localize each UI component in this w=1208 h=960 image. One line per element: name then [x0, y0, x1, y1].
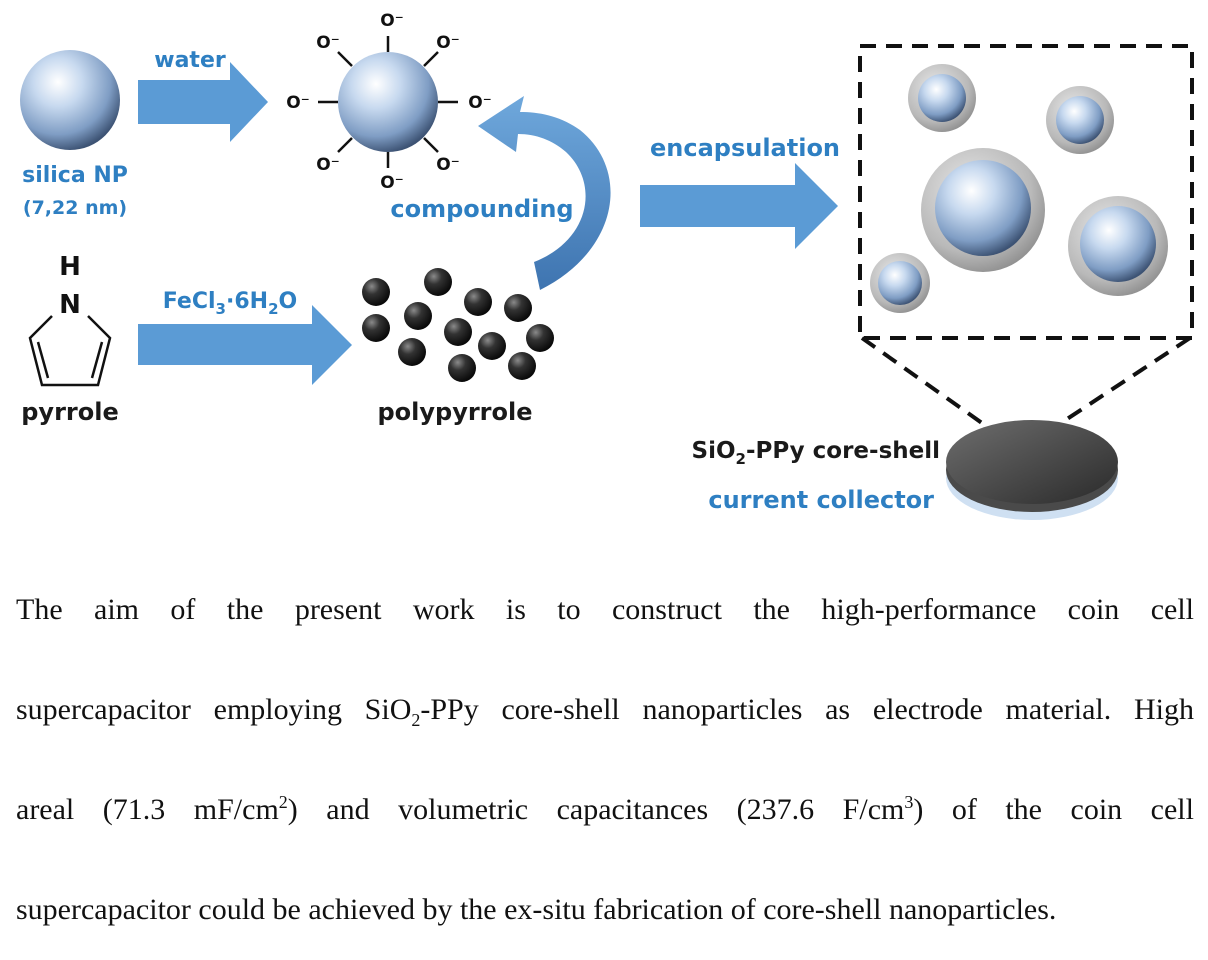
synthesis-diagram: silica NP (7,22 nm) water O⁻ O⁻ O⁻ O⁻ O⁻… — [20, 11, 1194, 520]
current-collector-label: current collector — [708, 486, 934, 514]
abstract-line: areal (71.3 mF/cm2) and volumetric capac… — [16, 792, 1194, 826]
svg-text:O⁻: O⁻ — [316, 155, 339, 175]
compounding-arrow — [478, 96, 611, 290]
silica-nanoparticle — [20, 50, 120, 150]
encapsulation-arrow — [640, 163, 838, 249]
functionalized-silica: O⁻ O⁻ O⁻ O⁻ O⁻ O⁻ O⁻ O⁻ — [286, 11, 491, 193]
coin-cell-electrode — [946, 420, 1118, 520]
compounding-label: compounding — [390, 195, 573, 223]
abstract-line: The aim of the present work is to constr… — [16, 593, 1194, 626]
encapsulation-label: encapsulation — [650, 134, 840, 162]
core-shell-particles — [870, 64, 1168, 313]
svg-text:O⁻: O⁻ — [436, 155, 459, 175]
abstract-line: supercapacitor could be achieved by the … — [16, 893, 1057, 926]
svg-text:O⁻: O⁻ — [316, 33, 339, 53]
polypyrrole-particles — [362, 268, 554, 382]
svg-text:O⁻: O⁻ — [380, 173, 403, 193]
svg-text:O⁻: O⁻ — [380, 11, 403, 31]
svg-text:N: N — [59, 290, 81, 320]
water-arrow — [138, 62, 268, 142]
core-shell-label: SiO2-PPy core-shell — [692, 438, 941, 468]
svg-text:O⁻: O⁻ — [468, 93, 491, 113]
abstract-text: The aim of the present work is to constr… — [16, 560, 1194, 960]
svg-text:O⁻: O⁻ — [286, 93, 309, 113]
water-label: water — [154, 48, 226, 73]
svg-text:O⁻: O⁻ — [436, 33, 459, 53]
pyrrole-label: pyrrole — [21, 398, 119, 426]
pyrrole-structure: H N — [28, 252, 112, 387]
core-shell-inset — [858, 44, 1194, 340]
abstract-line: supercapacitor employing SiO2-PPy core-s… — [16, 693, 1194, 730]
oxidant-label: FeCl3·6H2O — [163, 289, 297, 318]
oxidant-arrow — [138, 305, 352, 385]
polypyrrole-label: polypyrrole — [377, 398, 532, 426]
silica-np-label: silica NP — [22, 163, 128, 188]
svg-text:H: H — [59, 252, 81, 282]
silica-size-label: (7,22 nm) — [23, 197, 127, 219]
